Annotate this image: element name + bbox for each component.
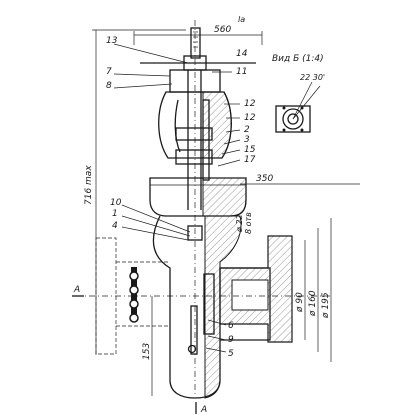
top-mark-label: la bbox=[238, 15, 245, 24]
view-angle-label: 22 30' bbox=[300, 73, 325, 82]
bore-dia-label: ø 90 bbox=[295, 292, 305, 313]
callout-2: 2 bbox=[244, 125, 250, 135]
handwheel-width-label: 560 bbox=[214, 25, 231, 35]
right-flange bbox=[219, 235, 330, 343]
callout-12a: 12 bbox=[244, 99, 256, 109]
section-marks: А А bbox=[72, 285, 207, 415]
callout-12b: 12 bbox=[244, 113, 256, 123]
callout-7: 7 bbox=[106, 67, 112, 77]
handwheel bbox=[140, 27, 256, 210]
callout-17: 17 bbox=[244, 155, 256, 165]
face-to-face-label: 350 bbox=[256, 174, 273, 184]
left-flange bbox=[95, 237, 170, 355]
callout-1: 1 bbox=[112, 209, 118, 219]
section-mark-left: А bbox=[73, 285, 80, 295]
callout-9: 9 bbox=[228, 335, 234, 345]
callouts-right-top: 14 11 bbox=[236, 49, 248, 77]
callout-10: 10 bbox=[110, 198, 122, 208]
leader-lines bbox=[113, 43, 241, 353]
callouts-right-bottom: 6 9 5 bbox=[228, 321, 234, 359]
callout-13: 13 bbox=[106, 36, 118, 46]
callout-8: 8 bbox=[106, 81, 112, 91]
callouts-right-mid: 12 12 2 3 15 17 bbox=[244, 99, 256, 165]
callout-6: 6 bbox=[228, 321, 234, 331]
lower-height-dimension: 153 bbox=[142, 296, 153, 396]
callout-14: 14 bbox=[236, 49, 248, 59]
large-dia-label: ø 195 bbox=[321, 292, 331, 319]
bonnet-flange: 350 bbox=[149, 174, 360, 217]
callout-3: 3 bbox=[244, 135, 250, 145]
bolt-count-label: 8 отв bbox=[244, 212, 253, 234]
callout-11: 11 bbox=[236, 67, 247, 77]
small-dia-label: ø 160 bbox=[308, 290, 318, 317]
callouts-left-top: 13 7 8 bbox=[106, 36, 118, 91]
diameter-dimensions: ø 90 ø 160 ø 195 ø 22 8 отв bbox=[235, 212, 332, 362]
overall-height-dimension: 716 max bbox=[84, 29, 186, 355]
view-label: Вид Б (1:4) bbox=[272, 54, 324, 64]
overall-height-label: 716 max bbox=[84, 165, 94, 205]
bolt-hole-label: ø 22 bbox=[235, 214, 244, 233]
handwheel-dimension: 560 la bbox=[133, 15, 263, 45]
callouts-left-mid: 10 1 4 bbox=[110, 198, 122, 231]
callout-5: 5 bbox=[228, 349, 234, 359]
view-inset: Вид Б (1:4) 22 30' bbox=[272, 54, 325, 133]
callout-15: 15 bbox=[244, 145, 256, 155]
callout-4: 4 bbox=[112, 221, 118, 231]
section-mark-right: А bbox=[200, 405, 207, 415]
lower-height-label: 153 bbox=[142, 343, 152, 360]
